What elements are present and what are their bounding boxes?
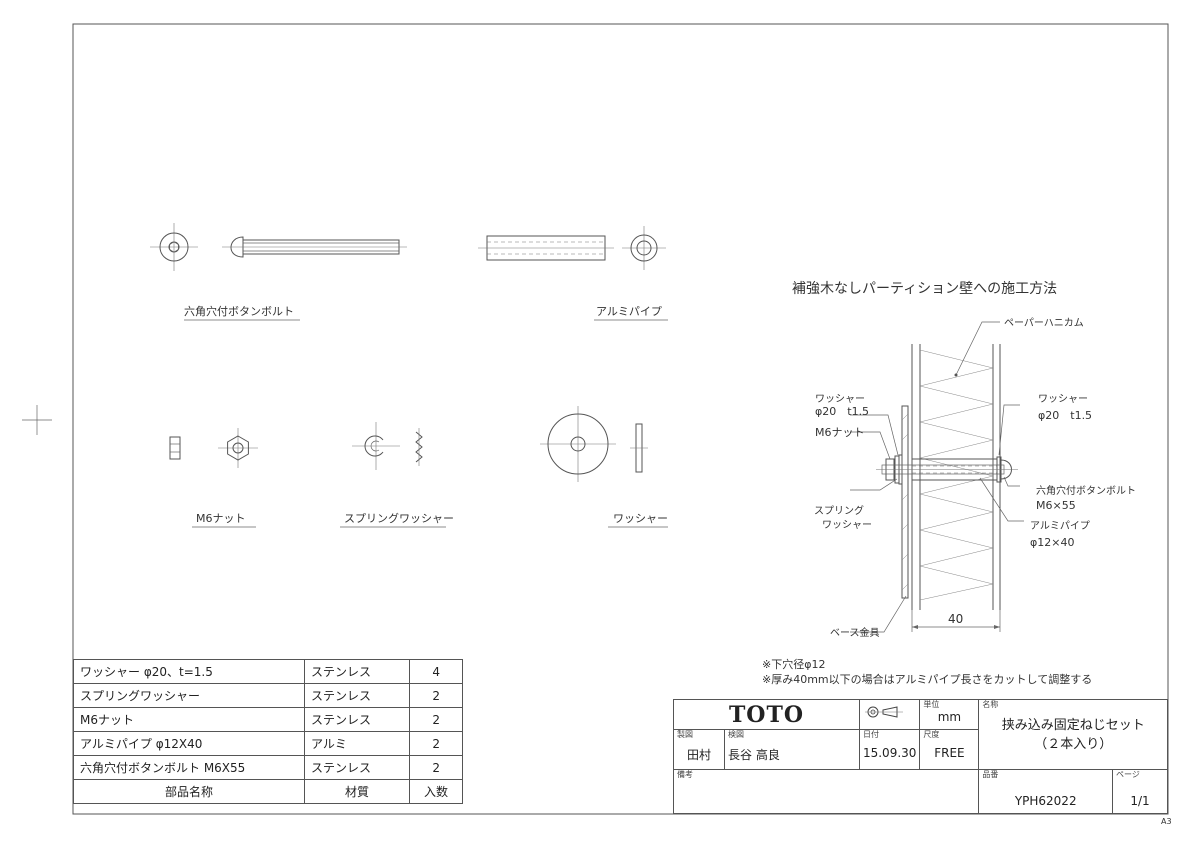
label-pipe: アルミパイプ — [1030, 520, 1090, 532]
scale-value: FREE — [934, 746, 965, 760]
note-thickness: ※厚み40mm以下の場合はアルミパイプ長さをカットして調整する — [762, 672, 1092, 686]
part-material: ステンレス — [304, 659, 410, 684]
header-material: 材質 — [304, 779, 410, 804]
page-label: ページ — [1116, 770, 1140, 779]
label-washer-right: ワッシャー — [1038, 394, 1088, 405]
note-hole-diameter: ※下穴径φ12 — [762, 657, 825, 671]
part-name: 六角穴付ボタンボルト M6X55 — [73, 755, 305, 780]
scale-cell: 尺度 FREE — [919, 729, 980, 770]
projection-cell — [858, 699, 921, 730]
washer-label: ワッシャー — [613, 512, 668, 525]
sheet-border — [72, 23, 1169, 815]
name-line1: 挟み込み固定ねじセット — [1001, 718, 1145, 733]
pipe-end-view — [622, 226, 666, 270]
part-material: アルミ — [304, 731, 410, 756]
nut-label: M6ナット — [196, 512, 246, 525]
pipe-side-view — [478, 235, 614, 261]
drawn-label: 製図 — [677, 730, 693, 739]
label-washer-right-spec: φ20 t1.5 — [1038, 409, 1092, 422]
header-qty: 入数 — [409, 779, 463, 804]
label-bolt: 六角穴付ボタンボルト — [1036, 484, 1136, 497]
unit-label: 単位 — [923, 700, 940, 709]
nut-side-view — [169, 436, 181, 460]
label-spring-washer-1: スプリング — [814, 504, 864, 517]
part-no-value: YPH62022 — [1014, 794, 1077, 808]
parts-table: ワッシャー φ20、t=1.5 ステンレス 4 スプリングワッシャー ステンレス… — [73, 659, 463, 804]
label-bolt-spec: M6×55 — [1036, 499, 1076, 512]
label-washer-left-spec: φ20 t1.5 — [815, 405, 869, 418]
unit-cell: 単位 mm — [919, 699, 980, 730]
washer-side-view — [630, 423, 648, 473]
part-material: ステンレス — [304, 755, 410, 780]
honeycomb-zigzag — [919, 349, 994, 601]
table-row: アルミパイプ φ12X40 アルミ 2 — [73, 731, 463, 756]
page-cell: ページ 1/1 — [1112, 769, 1168, 814]
base-plate — [901, 405, 909, 599]
part-qty: 2 — [409, 731, 463, 756]
label-nut: M6ナット — [815, 426, 865, 439]
part-name: M6ナット — [73, 707, 305, 732]
dim-40-text: 40 — [948, 612, 963, 626]
install-title: 補強木なしパーティション壁への施工方法 — [792, 281, 1057, 297]
spring-washer-side-view — [415, 428, 423, 466]
logo-cell: TOTO — [673, 699, 860, 730]
part-qty: 2 — [409, 683, 463, 708]
name-cell: 名称 挟み込み固定ねじセット （２本入り） — [978, 699, 1168, 770]
dimension-40: 40 — [911, 610, 1001, 632]
name-line2: （２本入り） — [1034, 737, 1113, 752]
remarks-label: 備考 — [677, 770, 693, 779]
drawn-by: 田村 — [686, 748, 711, 762]
table-row: M6ナット ステンレス 2 — [73, 707, 463, 732]
scale-label: 尺度 — [923, 730, 940, 739]
checked-label: 検図 — [728, 730, 744, 739]
date-label: 日付 — [862, 730, 879, 739]
table-row: ワッシャー φ20、t=1.5 ステンレス 4 — [73, 659, 463, 684]
checked-by: 長谷 高良 — [728, 748, 780, 762]
part-no-cell: 品番 YPH62022 — [978, 769, 1113, 814]
part-no-label: 品番 — [982, 770, 999, 779]
nut-end-view — [218, 428, 258, 468]
checked-cell: 検図 長谷 高良 — [724, 729, 860, 770]
page-value: 1/1 — [1130, 794, 1150, 808]
table-row: 六角穴付ボタンボルト M6X55 ステンレス 2 — [73, 755, 463, 780]
part-material: ステンレス — [304, 683, 410, 708]
title-block: TOTO 単位 mm 名称 挟み込み固定ねじセット （２本入り） 製図 田村 検… — [672, 699, 1168, 814]
name-label: 名称 — [982, 700, 999, 709]
header-name: 部品名称 — [73, 779, 305, 804]
pipe-label: アルミパイプ — [596, 305, 662, 318]
bolt-assembly — [876, 454, 1018, 485]
partition-wall — [911, 344, 1001, 610]
part-material: ステンレス — [304, 707, 410, 732]
part-name: アルミパイプ φ12X40 — [73, 731, 305, 756]
table-header-row: 部品名称 材質 入数 — [73, 779, 463, 804]
bolt-side-view — [222, 236, 407, 258]
part-qty: 2 — [409, 707, 463, 732]
projection-symbol-icon — [864, 706, 903, 718]
spring-washer-label: スプリングワッシャー — [344, 511, 454, 525]
spring-washer-end-view — [352, 422, 400, 470]
label-base: ベース金具 — [830, 626, 880, 639]
part-qty: 4 — [409, 659, 463, 684]
label-pipe-spec: φ12×40 — [1030, 536, 1074, 549]
label-spring-washer-2: ワッシャー — [822, 520, 872, 531]
washer-end-view — [540, 406, 616, 482]
sheet-size: A3 — [1161, 817, 1172, 826]
date-value: 15.09.30 — [862, 746, 917, 760]
registration-mark — [22, 405, 52, 435]
label-honeycomb: ペーパーハニカム — [1004, 317, 1084, 329]
drawn-cell: 製図 田村 — [673, 729, 725, 770]
toto-logo: TOTO — [728, 702, 805, 728]
table-row: スプリングワッシャー ステンレス 2 — [73, 683, 463, 708]
bolt-end-view — [150, 223, 198, 271]
date-cell: 日付 15.09.30 — [858, 729, 921, 770]
label-washer-left: ワッシャー — [815, 394, 865, 405]
bolt-label: 六角穴付ボタンボルト — [184, 304, 294, 318]
part-name: ワッシャー φ20、t=1.5 — [73, 659, 305, 684]
leader-lines — [850, 321, 1024, 633]
unit-value: mm — [937, 710, 962, 724]
part-qty: 2 — [409, 755, 463, 780]
part-name: スプリングワッシャー — [73, 683, 305, 708]
remarks-cell: 備考 — [672, 769, 980, 814]
